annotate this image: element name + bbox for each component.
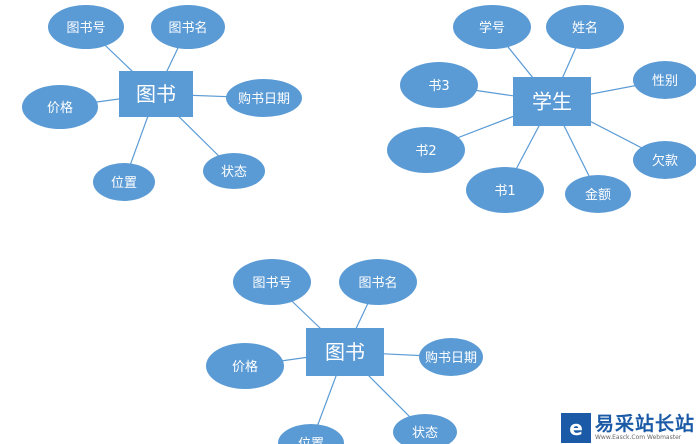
attribute-label: 购书日期	[425, 350, 477, 366]
attribute-label: 书1	[494, 184, 515, 199]
attribute-ellipse	[419, 338, 483, 376]
attribute-label: 图书名	[358, 275, 397, 291]
entity-box	[306, 328, 384, 376]
attribute-label: 状态	[221, 165, 247, 180]
attribute-label: 欠款	[652, 153, 678, 169]
entity-box	[513, 77, 591, 126]
attribute-ellipse	[233, 259, 311, 305]
entity-box	[119, 71, 193, 117]
attribute-ellipse	[453, 5, 531, 49]
attribute-label: 状态	[412, 426, 438, 441]
attribute-label: 图书名	[168, 20, 207, 36]
attribute-ellipse	[546, 5, 624, 49]
attribute-label: 学号	[479, 20, 505, 36]
attribute-ellipse	[151, 5, 225, 49]
attribute-label: 购书日期	[238, 91, 290, 107]
attribute-ellipse	[48, 5, 124, 49]
attribute-ellipse	[339, 259, 417, 305]
attribute-label: 价格	[47, 100, 73, 116]
attribute-label: 姓名	[572, 20, 598, 36]
attribute-label: 金额	[585, 187, 611, 203]
attribute-label: 性别	[652, 74, 678, 89]
attribute-ellipse	[22, 85, 98, 129]
attribute-ellipse	[565, 175, 631, 213]
attribute-label: 书2	[415, 144, 436, 159]
watermark-title: 易采站长站	[595, 412, 696, 435]
watermark-subtitle: Www.Easck.Com Webmaster	[595, 433, 682, 441]
attribute-label: 图书号	[66, 21, 105, 36]
attribute-ellipse	[633, 141, 696, 179]
attribute-ellipse	[206, 343, 284, 389]
attribute-ellipse	[393, 414, 457, 444]
attribute-ellipse	[400, 62, 478, 108]
attribute-label: 书3	[428, 79, 449, 94]
attribute-label: 图书号	[252, 276, 291, 291]
attribute-ellipse	[203, 153, 265, 189]
entity-label: 图书	[136, 82, 176, 106]
attribute-ellipse	[466, 167, 544, 213]
entity-label: 图书	[325, 340, 365, 364]
attribute-label: 位置	[111, 176, 137, 191]
attribute-label: 位置	[298, 437, 324, 444]
attribute-ellipse	[633, 61, 696, 99]
attribute-ellipse	[226, 79, 302, 117]
watermark: e 易采站长站 Www.Easck.Com Webmaster	[561, 411, 696, 444]
attribute-label: 价格	[232, 359, 258, 375]
watermark-logo-icon: e	[561, 412, 591, 443]
attribute-ellipse	[93, 163, 155, 201]
attribute-ellipse	[278, 424, 344, 444]
attribute-ellipse	[387, 127, 465, 173]
entity-label: 学生	[532, 90, 572, 114]
